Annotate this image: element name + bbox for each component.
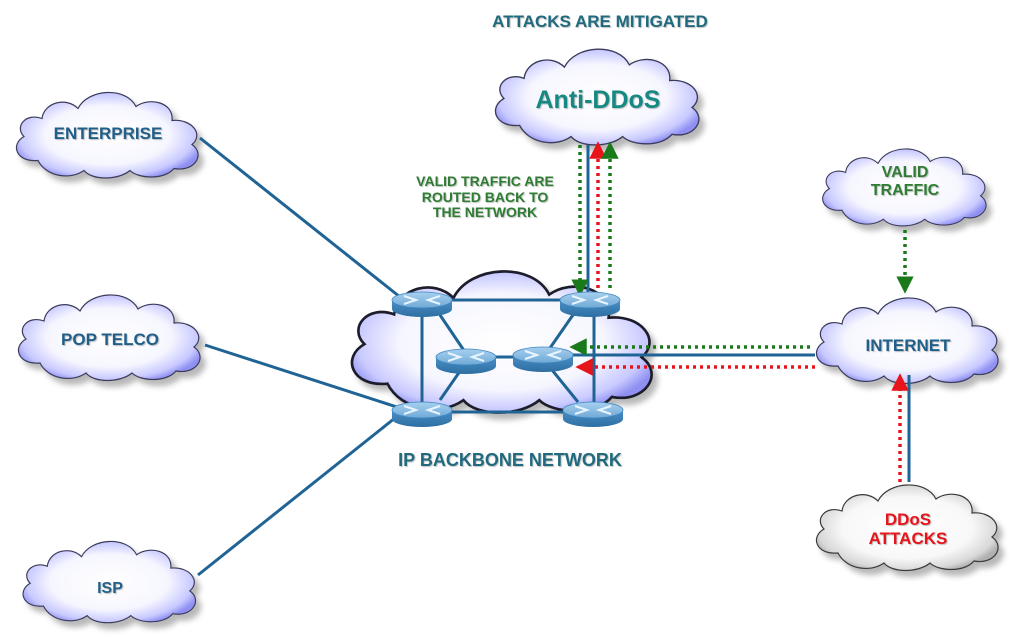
diagram-title: ATTACKS ARE MITIGATED — [492, 12, 708, 31]
router-icon — [512, 346, 574, 372]
cloud-label-ddos-attacks: DDoS ATTACKS — [868, 510, 948, 549]
link-enterprise-r1 — [199, 136, 401, 299]
cloud-label-backbone: IP BACKBONE NETWORK — [398, 450, 622, 470]
cloud-label-enterprise: ENTERPRISE — [53, 124, 163, 143]
link-r1-r4 — [438, 314, 467, 353]
cloud-label-internet: INTERNET — [865, 336, 951, 355]
router-icon — [562, 401, 624, 427]
router-icon — [391, 401, 453, 427]
cloud-label-valid-traffic: VALID TRAFFIC — [870, 164, 940, 199]
cloud-label-isp: ISP — [97, 580, 123, 597]
router-icon — [559, 291, 621, 317]
link-isp-r3 — [197, 416, 396, 577]
router-icon — [435, 348, 497, 374]
annotation-routed-back: VALID TRAFFIC ARE ROUTED BACK TO THE NET… — [416, 173, 554, 221]
link-r5-r2 — [548, 311, 577, 349]
cloud-label-pop-telco: POP TELCO — [61, 330, 159, 349]
router-icon — [391, 291, 453, 317]
link-poptelco-r3 — [204, 343, 401, 410]
cloud-label-anti-ddos: Anti-DDoS — [535, 86, 661, 114]
cloud-ip-backbone — [350, 269, 654, 415]
